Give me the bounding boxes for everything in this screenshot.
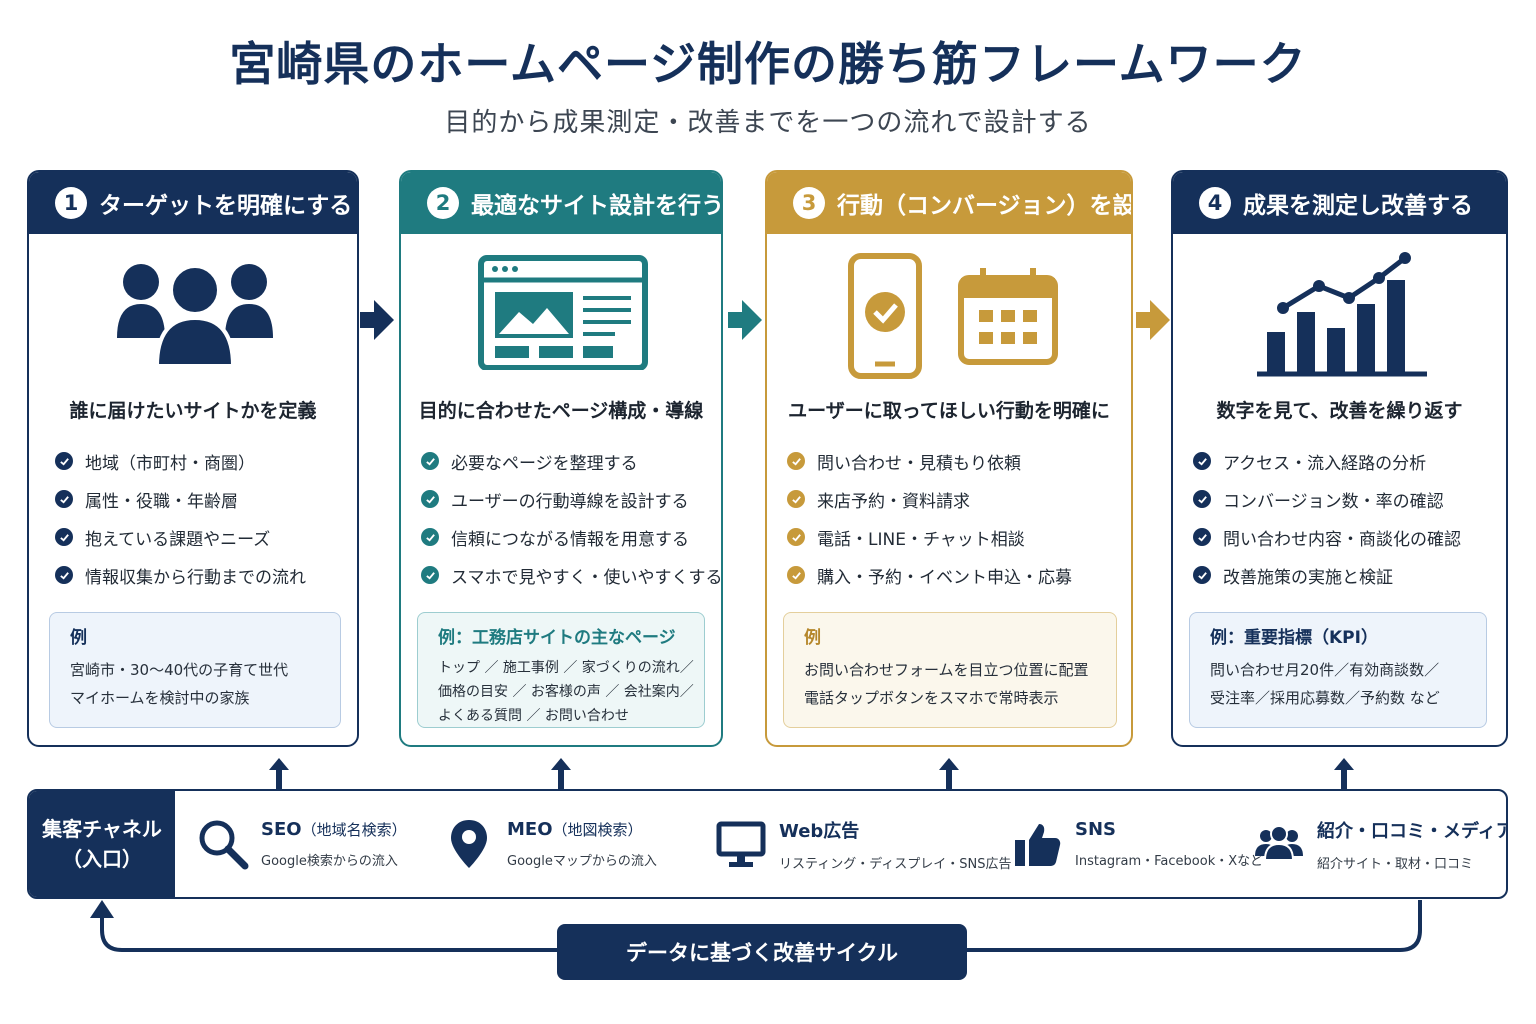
step-title-1: ターゲットを明確にする xyxy=(99,193,353,219)
users-icon xyxy=(1255,825,1303,861)
step-number-1: 1 xyxy=(55,187,87,219)
step-lead-2: 目的に合わせたページ構成・導線 xyxy=(418,400,704,422)
arrow-up-icon xyxy=(269,758,289,790)
list-item: 問い合わせ内容・商談化の確認 xyxy=(1193,518,1461,556)
list-item: 電話・LINE・チャット相談 xyxy=(787,518,1072,556)
example-box-1: 例 宮崎市・30〜40代の子育て世代 マイホームを検討中の家族 xyxy=(49,612,341,728)
list-item: 信頼につながる情報を用意する xyxy=(421,518,721,556)
step-card-2: 2 最適なサイト設計を行う 目的に合わせたページ構成・導線 必要なページを整理す… xyxy=(399,170,723,747)
step-checklist-3: 問い合わせ・見積もり依頼 来店予約・資料請求 電話・LINE・チャット相談 購入… xyxy=(787,442,1072,594)
step-title-2: 最適なサイト設計を行う xyxy=(471,193,723,219)
step-lead-4: 数字を見て、改善を繰り返す xyxy=(1216,400,1463,422)
list-item: 情報収集から行動までの流れ xyxy=(55,556,306,594)
step-checklist-4: アクセス・流入経路の分析 コンバージョン数・率の確認 問い合わせ内容・商談化の確… xyxy=(1193,442,1461,594)
example-box-3: 例 お問い合わせフォームを目立つ位置に配置 電話タップボタンをスマホで常時表示 xyxy=(783,612,1117,728)
growth-chart-icon xyxy=(1173,250,1506,377)
example-body: お問い合わせフォームを目立つ位置に配置 電話タップボタンをスマホで常時表示 xyxy=(804,661,1089,707)
list-item: 属性・役職・年齢層 xyxy=(55,480,306,518)
list-item: 来店予約・資料請求 xyxy=(787,480,1072,518)
list-item: 地域（市町村・商圏） xyxy=(55,442,306,480)
list-item: 問い合わせ・見積もり依頼 xyxy=(787,442,1072,480)
phone-calendar-icon xyxy=(767,250,1131,379)
check-icon xyxy=(787,528,805,546)
step-lead-1: 誰に届けたいサイトかを定義 xyxy=(69,400,317,422)
channel-web-ads: Web広告 リスティング・ディスプレイ・SNS広告 xyxy=(713,809,1012,879)
thumbs-up-icon xyxy=(1015,824,1061,866)
arrow-up-icon xyxy=(939,758,959,790)
example-box-2: 例：工務店サイトの主なページ トップ ／ 施工事例 ／ 家づくりの流れ／ 価格の… xyxy=(417,612,705,728)
check-icon xyxy=(1193,566,1211,584)
step-title-4: 成果を測定し改善する xyxy=(1243,193,1473,219)
step-checklist-1: 地域（市町村・商圏） 属性・役職・年齢層 抱えている課題やニーズ 情報収集から行… xyxy=(55,442,306,594)
example-title: 例：重要指標（KPI） xyxy=(1210,628,1378,648)
step-number-3: 3 xyxy=(793,187,825,219)
check-icon xyxy=(55,490,73,508)
check-icon xyxy=(787,566,805,584)
website-layout-icon xyxy=(401,250,721,371)
monitor-icon xyxy=(716,821,766,867)
people-group-icon xyxy=(29,250,357,370)
check-icon xyxy=(55,566,73,584)
page-title: 宮崎県のホームページ制作の勝ち筋フレームワーク xyxy=(229,37,1307,91)
channel-referral: 紹介・口コミ・メディア 紹介サイト・取材・口コミ xyxy=(1251,809,1506,879)
arrow-up-icon xyxy=(551,758,571,790)
example-title: 例 xyxy=(804,628,821,648)
step-number-2: 2 xyxy=(427,187,459,219)
channel-label: 集客チャネル （入口） xyxy=(29,791,175,897)
search-icon xyxy=(199,820,249,870)
channel-meo: MEO（地図検索） Googleマップからの流入 xyxy=(441,809,657,879)
check-icon xyxy=(421,490,439,508)
check-icon xyxy=(421,528,439,546)
example-body: 宮崎市・30〜40代の子育て世代 マイホームを検討中の家族 xyxy=(70,661,289,707)
check-icon xyxy=(787,452,805,470)
list-item: ユーザーの行動導線を設計する xyxy=(421,480,721,518)
list-item: アクセス・流入経路の分析 xyxy=(1193,442,1461,480)
map-pin-icon xyxy=(451,820,487,868)
list-item: 購入・予約・イベント申込・応募 xyxy=(787,556,1072,594)
check-icon xyxy=(55,452,73,470)
check-icon xyxy=(1193,452,1211,470)
example-body: 問い合わせ月20件／有効商談数／ 受注率／採用応募数／予約数 など xyxy=(1210,661,1440,707)
improvement-cycle-label: データに基づく改善サイクル xyxy=(557,924,967,980)
check-icon xyxy=(1193,528,1211,546)
arrow-up-icon xyxy=(1334,758,1354,790)
arrow-right-icon xyxy=(360,300,394,340)
step-number-4: 4 xyxy=(1199,187,1231,219)
step-card-3: 3 行動（コンバージョン）を設計する ユーザーに取ってほしい行動を明確に 問い合… xyxy=(765,170,1133,747)
check-icon xyxy=(421,566,439,584)
channel-seo: SEO（地域名検索） Google検索からの流入 xyxy=(195,809,407,879)
example-box-4: 例：重要指標（KPI） 問い合わせ月20件／有効商談数／ 受注率／採用応募数／予… xyxy=(1189,612,1487,728)
list-item: 抱えている課題やニーズ xyxy=(55,518,306,556)
step-header-2: 2 最適なサイト設計を行う xyxy=(401,172,721,234)
channel-bar: 集客チャネル （入口） SEO（地域名検索） Google検索からの流入 MEO… xyxy=(27,789,1508,899)
example-body: トップ ／ 施工事例 ／ 家づくりの流れ／ 価格の目安 ／ お客様の声 ／ 会社… xyxy=(438,660,694,724)
step-title-3: 行動（コンバージョン）を設計する xyxy=(837,193,1131,219)
step-header-1: 1 ターゲットを明確にする xyxy=(29,172,357,234)
arrow-right-icon xyxy=(728,300,762,340)
list-item: コンバージョン数・率の確認 xyxy=(1193,480,1461,518)
step-card-1: 1 ターゲットを明確にする 誰に届けたいサイトかを定義 地域（市町村・商圏） 属… xyxy=(27,170,359,747)
step-header-4: 4 成果を測定し改善する xyxy=(1173,172,1506,234)
step-card-4: 4 成果を測定し改善する 数字を見て、改善を繰り返す アクセス・流入経路の分析 … xyxy=(1171,170,1508,747)
example-title: 例：工務店サイトの主なページ xyxy=(438,628,676,648)
arrow-right-icon xyxy=(1136,300,1170,340)
step-header-3: 3 行動（コンバージョン）を設計する xyxy=(767,172,1131,234)
check-icon xyxy=(421,452,439,470)
check-icon xyxy=(55,528,73,546)
page-subtitle: 目的から成果測定・改善までを一つの流れで設計する xyxy=(444,108,1092,138)
list-item: スマホで見やすく・使いやすくする xyxy=(421,556,721,594)
check-icon xyxy=(787,490,805,508)
step-checklist-2: 必要なページを整理する ユーザーの行動導線を設計する 信頼につながる情報を用意す… xyxy=(421,442,721,594)
check-icon xyxy=(1193,490,1211,508)
list-item: 改善施策の実施と検証 xyxy=(1193,556,1461,594)
channel-sns: SNS Instagram・Facebook・Xなど xyxy=(1009,809,1263,879)
step-lead-3: ユーザーに取ってほしい行動を明確に xyxy=(788,400,1110,422)
list-item: 必要なページを整理する xyxy=(421,442,721,480)
example-title: 例 xyxy=(70,628,87,648)
